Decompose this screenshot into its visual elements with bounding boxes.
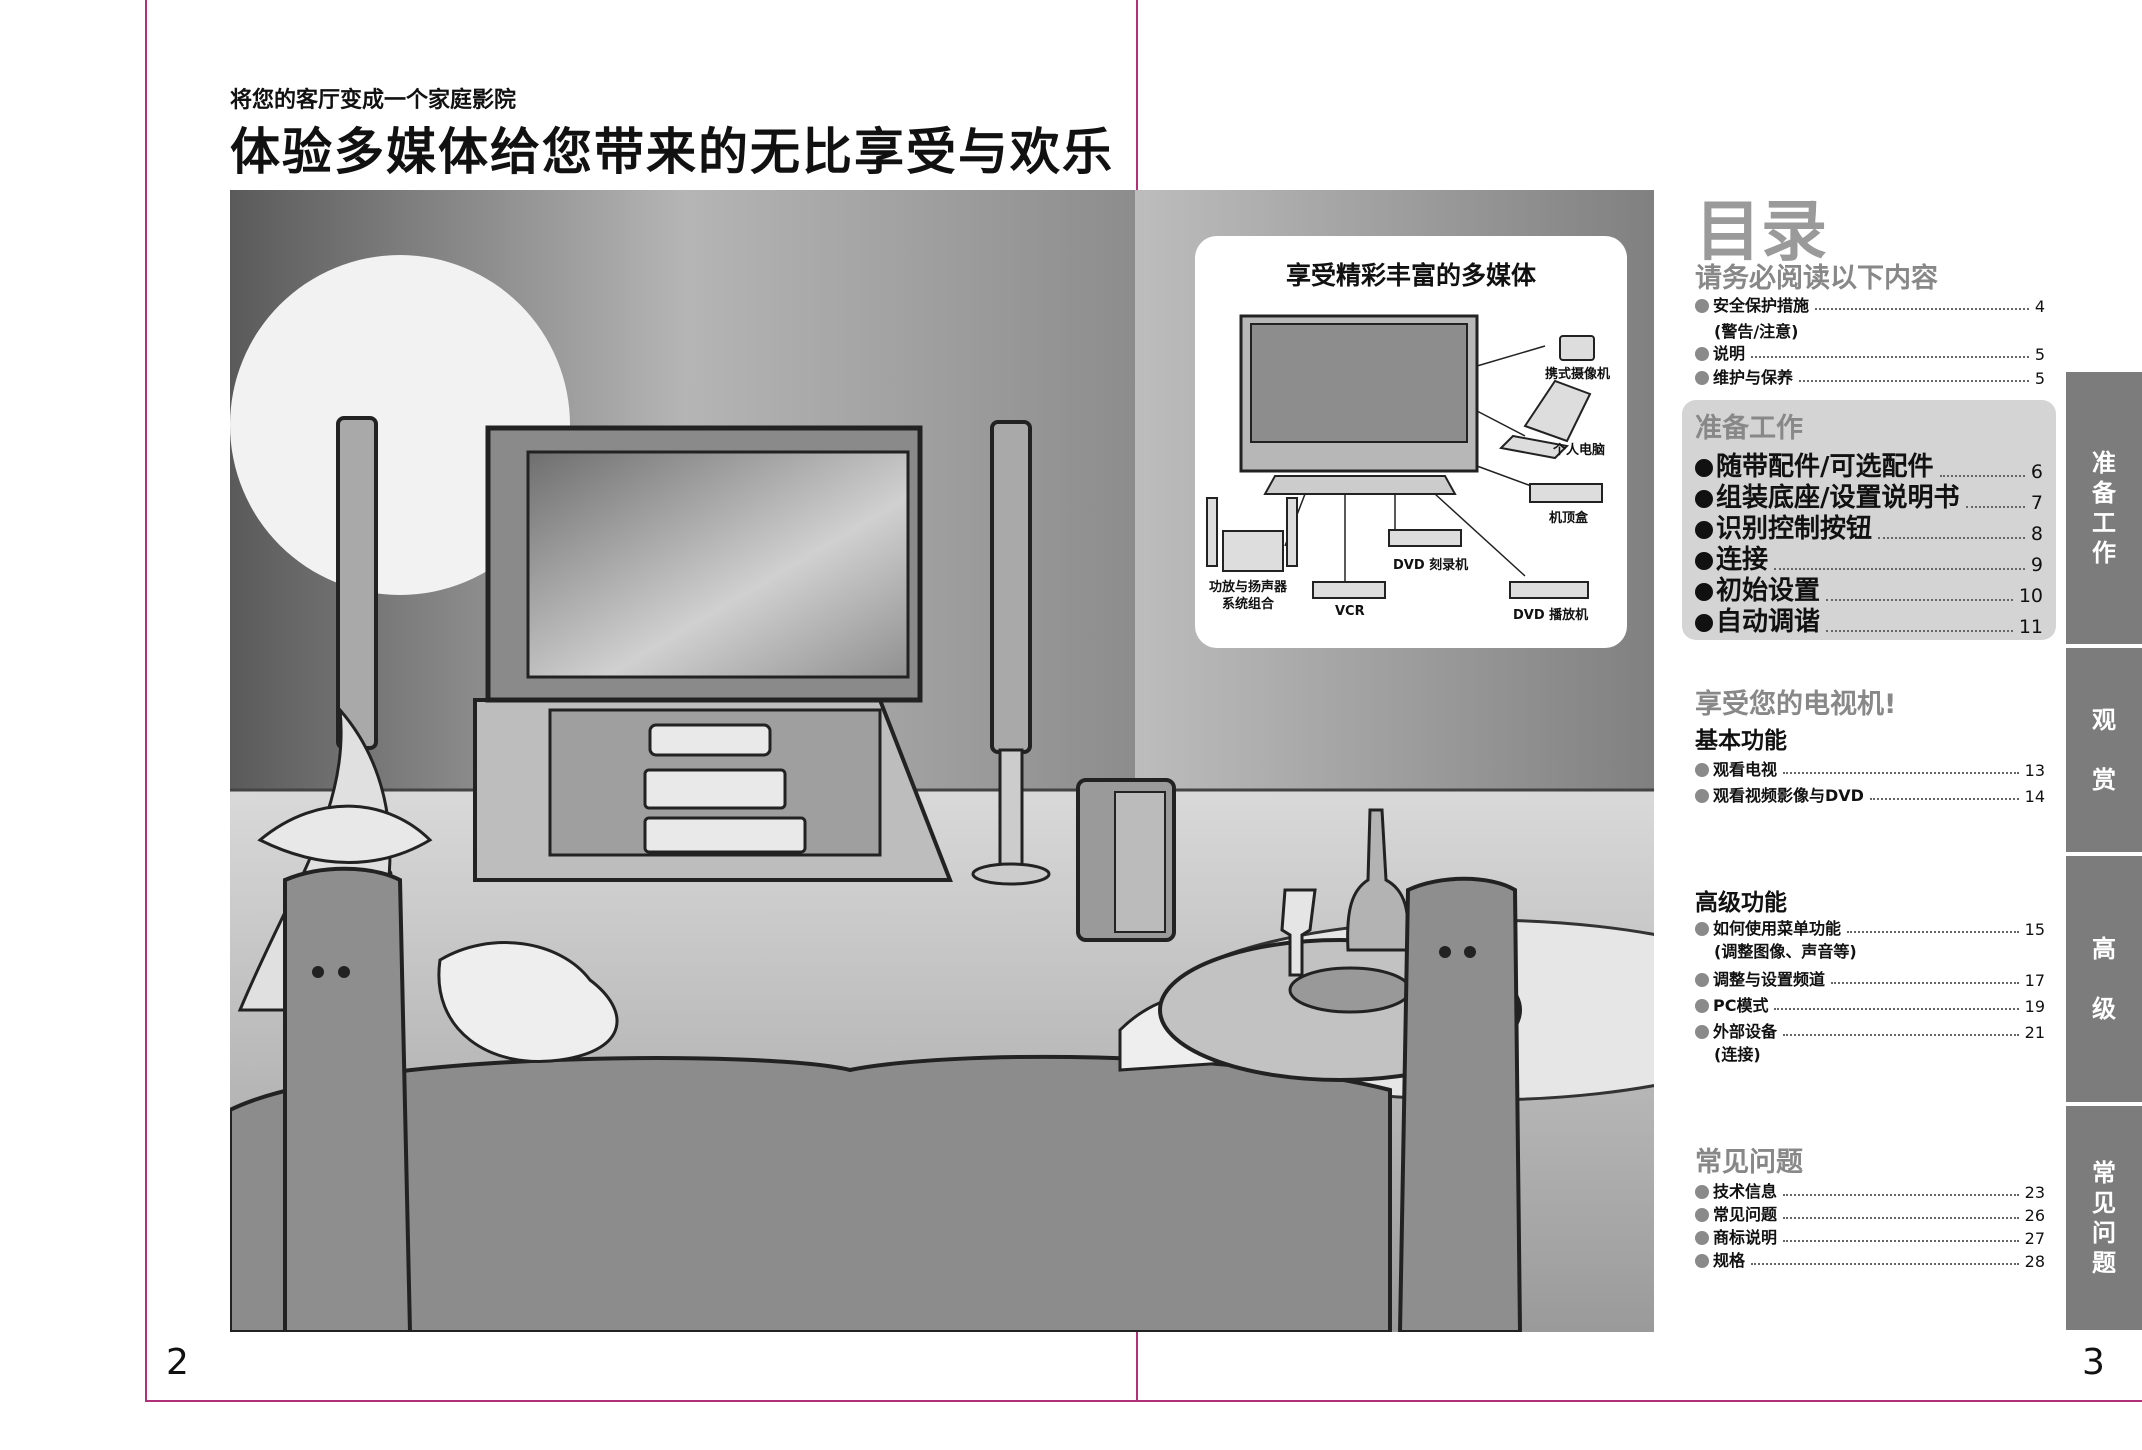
bullet-icon (1695, 614, 1713, 632)
toc-section-must-read: 请务必阅读以下内容 (1695, 263, 1938, 294)
moon-window (230, 255, 570, 595)
bullet-icon (1695, 1254, 1709, 1268)
label-pc: 个人电脑 (1553, 443, 1606, 458)
label-vcr: VCR (1335, 604, 1365, 619)
trim-line-bottom (145, 1400, 2142, 1402)
toc-section-enjoy: 享受您的电视机! (1695, 689, 1897, 720)
page-number-left: 2 (166, 1342, 189, 1383)
bullet-icon (1695, 459, 1713, 477)
page-subtitle: 将您的客厅变成一个家庭影院 (230, 88, 517, 113)
bullet-icon (1695, 999, 1709, 1013)
multimedia-panel: 享受精彩丰富的多媒体 携式摄像机 个人电脑 机顶盒 DVD 刻录机 功放与扬声器… (1195, 236, 1627, 648)
toc-subsection-basic: 基本功能 (1695, 728, 1787, 754)
label-amp-line2: 系统组合 (1222, 597, 1275, 612)
side-tab-preparation[interactable]: 准 备 工 作 (2066, 372, 2142, 644)
speaker-back-right (990, 420, 1032, 754)
trim-line-left (145, 0, 147, 1402)
page-number-right: 3 (2082, 1342, 2105, 1383)
toc-item-note: (连接) (1714, 1045, 1761, 1064)
side-tab-watch[interactable]: 观 赏 (2066, 648, 2142, 852)
speaker-front-right (1397, 876, 1523, 1332)
diagram-settop (1529, 483, 1603, 503)
diagram-dvd-recorder (1388, 529, 1462, 547)
diagram-pc (1498, 379, 1592, 460)
toc-section-preparation: 准备工作 (1695, 413, 1803, 444)
bullet-icon (1695, 973, 1709, 987)
connection-diagram (1206, 314, 1603, 599)
cushion-left (437, 941, 619, 1063)
label-dvd-player: DVD 播放机 (1513, 608, 1589, 623)
bullet-icon (1695, 922, 1709, 936)
bullet-icon (1695, 490, 1713, 508)
bullet-icon (1695, 1231, 1709, 1245)
bullet-icon (1695, 371, 1709, 385)
diagram-dvd-player (1509, 581, 1589, 599)
stand-device-1 (648, 723, 772, 757)
multimedia-title: 享受精彩丰富的多媒体 (1285, 261, 1536, 290)
stand-device-2 (643, 768, 787, 810)
toc-heading: 目录 (1695, 193, 1827, 270)
wine-glass (1280, 888, 1317, 977)
bullet-icon (1695, 347, 1709, 361)
bullet-icon (1695, 299, 1709, 313)
bullet-icon (1695, 1208, 1709, 1222)
label-amp-line1: 功放与扬声器 (1209, 580, 1288, 595)
diagram-vcr (1312, 581, 1386, 599)
bullet-icon (1695, 521, 1713, 539)
toc-section-faq: 常见问题 (1695, 1147, 1803, 1178)
label-settop: 机顶盒 (1549, 511, 1589, 526)
bullet-icon (1695, 1185, 1709, 1199)
bullet-icon (1695, 583, 1713, 601)
diagram-camcorder (1559, 335, 1595, 361)
toc-item-note: (调整图像、声音等) (1714, 942, 1857, 961)
bullet-icon (1695, 763, 1709, 777)
bullet-icon (1695, 1025, 1709, 1039)
speaker-back-left (336, 416, 378, 750)
side-tab-advanced[interactable]: 高 级 (2066, 856, 2142, 1102)
tv-screen (526, 450, 910, 679)
diagram-amp (1222, 530, 1284, 572)
bullet-icon (1695, 789, 1709, 803)
label-camcorder: 携式摄像机 (1545, 367, 1611, 382)
toc-item-note: (警告/注意) (1714, 322, 1799, 341)
side-tab-faq[interactable]: 常 见 问 题 (2066, 1106, 2142, 1330)
toc-subsection-advanced: 高级功能 (1695, 890, 1787, 916)
stand-device-3 (643, 816, 807, 854)
bullet-icon (1695, 552, 1713, 570)
label-dvd-recorder: DVD 刻录机 (1393, 558, 1469, 573)
page-title: 体验多媒体给您带来的无比享受与欢乐 (230, 123, 1114, 181)
living-room-illustration (230, 190, 1654, 1332)
speaker-front-left (283, 866, 413, 1332)
